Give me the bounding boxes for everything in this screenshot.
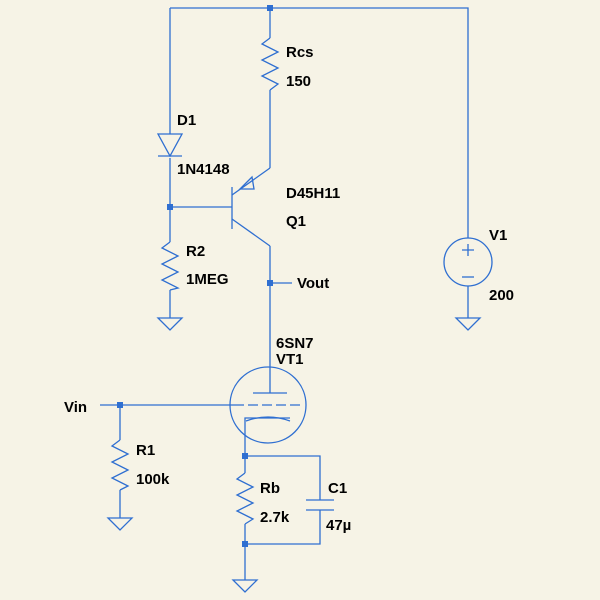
r2-value-label: 1MEG [186,271,229,288]
r1-name-label: R1 [136,442,155,459]
junction-base [167,204,173,210]
v1-circle [443,237,493,287]
c1-value-label: 47µ [326,517,351,534]
v1-value-label: 200 [489,287,514,304]
vout-net-label: Vout [297,275,329,292]
vin-net-label: Vin [64,399,87,416]
v1-plus-sign [462,244,474,256]
resistor-rb-symbol [235,472,255,525]
c1-name-label: C1 [328,480,347,497]
junctions [117,5,273,547]
ground-icon [106,517,134,531]
q1-emitter-leg [231,167,271,196]
junction-vin [117,402,123,408]
diode-d1-triangle [156,133,184,158]
diode-d1: D1 1N4148 [156,112,230,178]
resistor-r2-symbol [160,241,180,291]
d1-value-label: 1N4148 [177,161,230,178]
grounds [106,317,482,593]
rb-value-label: 2.7k [260,509,290,526]
vt1-heater [245,416,291,422]
ground-icon [231,579,259,593]
resistor-rb: Rb 2.7k [235,472,290,526]
rcs-name-label: Rcs [286,44,314,61]
wire-top-rail [170,7,469,238]
resistor-r1-symbol [110,439,130,491]
q1-emitter-arrow [238,175,255,190]
junction-rb-bottom [242,541,248,547]
transistor-q1: D45H11 Q1 [231,167,340,247]
voltage-source-v1: V1 200 [443,227,514,304]
resistor-rcs: Rcs 150 [260,37,314,91]
resistor-r2: R2 1MEG [160,241,229,291]
vt1-name-label: VT1 [276,351,304,368]
junction-top-rail [267,5,273,11]
d1-name-label: D1 [177,112,196,129]
triode-vt1: 6SN7 VT1 [229,335,314,444]
ground-icon [156,317,184,331]
junction-vout [267,280,273,286]
r2-name-label: R2 [186,243,205,260]
capacitor-c1: C1 47µ [306,480,351,534]
junction-cathode [242,453,248,459]
rcs-value-label: 150 [286,73,311,90]
resistor-rcs-symbol [260,37,280,91]
q1-model-label: D45H11 [286,185,340,202]
q1-name-label: Q1 [286,213,306,230]
resistor-r1: R1 100k [110,439,170,491]
q1-collector-leg [231,218,271,247]
wire-c1-top [245,455,321,500]
vt1-model-label: 6SN7 [276,335,314,352]
v1-name-label: V1 [489,227,507,244]
ground-icon [454,317,482,331]
wires [100,7,469,580]
wire-c1-bottom [245,510,321,545]
r1-value-label: 100k [136,471,170,488]
rb-name-label: Rb [260,480,280,497]
